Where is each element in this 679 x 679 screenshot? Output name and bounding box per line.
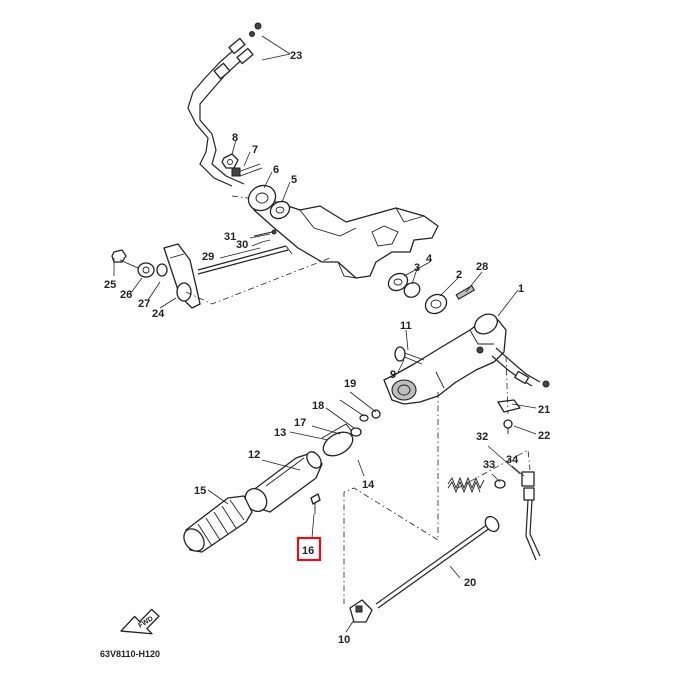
callout-9[interactable]: 9 [390,369,396,381]
callout-6[interactable]: 6 [273,164,279,176]
steering-arm [383,313,507,405]
callout-21[interactable]: 21 [538,404,550,416]
callout-23[interactable]: 23 [290,50,302,62]
callout-32[interactable]: 32 [476,431,488,443]
callout-15[interactable]: 15 [194,485,206,497]
screw-22-icon [503,419,513,434]
callout-11[interactable]: 11 [400,320,412,332]
callout-28[interactable]: 28 [476,261,488,273]
washers [350,409,381,437]
nut-8-icon [221,153,239,169]
spring-32-icon [447,476,485,494]
callout-24[interactable]: 24 [152,308,165,320]
pin-31-icon [253,229,277,237]
callout-29[interactable]: 29 [202,251,214,263]
shift-lever [163,243,201,309]
clip-21-icon [497,399,521,413]
callout-2[interactable]: 2 [456,269,462,281]
callout-22[interactable]: 22 [538,430,550,442]
callout-16[interactable]: 16 [302,545,314,557]
washer-27-icon [156,263,168,277]
callout-33[interactable]: 33 [483,459,495,471]
callout-34[interactable]: 34 [506,454,519,466]
tiller-handle [244,451,323,513]
throttle-cable [187,22,262,187]
highlight-box [296,536,322,562]
callout-19[interactable]: 19 [344,378,356,390]
callout-13[interactable]: 13 [274,427,286,439]
leader-lines [113,35,537,633]
rod-joint-10-icon [349,599,373,623]
shift-rod-20 [375,515,500,609]
collar-26-icon [137,262,155,278]
callout-10[interactable]: 10 [338,634,350,646]
clip-30-icon [261,239,271,243]
callout-5[interactable]: 5 [291,174,297,186]
callout-20[interactable]: 20 [464,577,476,589]
stop-switch-lead [491,347,550,388]
assembly-lines [185,195,531,604]
bushings [387,272,476,315]
callout-26[interactable]: 26 [120,289,132,301]
bolt-25-icon [111,249,139,269]
diagram-code: 63V8110-H120 [100,649,160,659]
callout-14[interactable]: 14 [362,479,375,491]
screw-16-icon [310,493,321,514]
friction-plate [247,184,291,220]
callout-12[interactable]: 12 [248,449,260,461]
callout-1[interactable]: 1 [518,283,524,295]
bolt-7-icon [231,163,263,177]
callout-3[interactable]: 3 [414,262,420,274]
shift-rod [197,245,293,275]
callout-30[interactable]: 30 [236,239,248,251]
callout-27[interactable]: 27 [138,298,150,310]
callout-4[interactable]: 4 [426,253,433,265]
fwd-arrow-icon: FWD [120,608,160,635]
callout-8[interactable]: 8 [232,132,238,144]
callout-18[interactable]: 18 [312,400,324,412]
throttle-grip [183,495,253,553]
callout-25[interactable]: 25 [104,279,116,291]
callout-17[interactable]: 17 [294,417,306,429]
stop-switch-icon [521,471,541,561]
callout-31[interactable]: 31 [224,231,236,243]
callout-7[interactable]: 7 [252,144,258,156]
callout-labels: 1 2 3 4 5 6 7 8 9 10 11 12 13 14 15 16 1… [104,50,550,646]
bolt-9-icon [394,346,425,365]
steering-bracket [253,195,439,279]
clip-33-icon [494,479,506,489]
